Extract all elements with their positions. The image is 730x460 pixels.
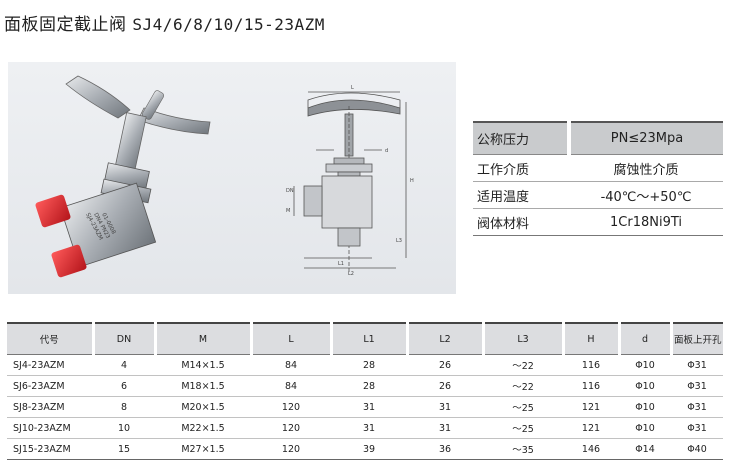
- spec-label: 适用温度: [473, 181, 569, 209]
- table-cell: 116: [563, 375, 619, 397]
- product-image-panel: SJ4-23AZM DN4 PN23 01-0008: [8, 62, 456, 294]
- table-row: SJ8-23AZM 8 M20×1.5 120 31 31 ～25 121 Φ1…: [7, 396, 723, 418]
- table-cell: 84: [251, 354, 331, 376]
- dim-label: L: [351, 85, 354, 91]
- spec-value: -40℃～+50℃: [569, 181, 723, 209]
- column-header: L: [249, 322, 331, 355]
- dim-label: L3: [396, 238, 402, 244]
- table-cell: Φ10: [619, 396, 671, 418]
- table-cell: Φ31: [671, 417, 723, 439]
- spec-value: PN≤23Mpa: [569, 121, 723, 155]
- table-row: SJ4-23AZM 4 M14×1.5 84 28 26 ～22 116 Φ10…: [7, 354, 723, 376]
- table-cell: 31: [407, 396, 483, 418]
- table-cell: SJ15-23AZM: [7, 438, 93, 460]
- table-cell: 8: [93, 396, 155, 418]
- table-cell: 31: [407, 417, 483, 439]
- valve-photo: SJ4-23AZM DN4 PN23 01-0008: [35, 75, 211, 278]
- table-cell: 26: [407, 375, 483, 397]
- technical-drawing: [293, 91, 407, 272]
- dim-label: H: [410, 178, 414, 184]
- table-row: SJ15-23AZM 15 M27×1.5 120 39 36 ～35 146 …: [7, 438, 723, 460]
- product-model: SJ4/6/8/10/15-23AZM: [132, 15, 325, 34]
- table-cell: 120: [251, 438, 331, 460]
- table-cell: 121: [563, 396, 619, 418]
- table-row: SJ10-23AZM 10 M22×1.5 120 31 31 ～25 121 …: [7, 417, 723, 439]
- product-name: 面板固定截止阀: [4, 15, 127, 35]
- table-cell: M14×1.5: [155, 354, 251, 376]
- dim-label: L2: [348, 271, 354, 277]
- table-cell: 15: [93, 438, 155, 460]
- spec-table: 公称压力 PN≤23Mpa 工作介质 腐蚀性介质 适用温度 -40℃～+50℃ …: [473, 121, 723, 236]
- spec-row-material: 阀体材料 1Cr18Ni9Ti: [473, 208, 723, 236]
- column-header: L3: [481, 322, 563, 355]
- table-cell: Φ10: [619, 354, 671, 376]
- spec-value: 腐蚀性介质: [569, 154, 723, 182]
- table-header-row: 代号 DN M L L1 L2 L3 H d 面板上开孔: [7, 322, 723, 355]
- table-cell: ～22: [483, 375, 563, 397]
- spec-value: 1Cr18Ni9Ti: [569, 208, 723, 236]
- table-cell: 120: [251, 417, 331, 439]
- table-cell: 10: [93, 417, 155, 439]
- table-cell: Φ31: [671, 375, 723, 397]
- column-header: L1: [329, 322, 407, 355]
- dim-label: L1: [338, 261, 344, 267]
- table-cell: 84: [251, 375, 331, 397]
- dim-label: M: [286, 208, 290, 214]
- column-header: M: [153, 322, 251, 355]
- table-cell: SJ6-23AZM: [7, 375, 93, 397]
- table-cell: SJ8-23AZM: [7, 396, 93, 418]
- table-cell: M22×1.5: [155, 417, 251, 439]
- dim-label: DN: [286, 188, 294, 194]
- table-cell: SJ10-23AZM: [7, 417, 93, 439]
- table-cell: 31: [331, 417, 407, 439]
- table-cell: Φ10: [619, 417, 671, 439]
- column-header: 面板上开孔: [669, 322, 723, 355]
- table-cell: Φ10: [619, 375, 671, 397]
- product-illustration: SJ4-23AZM DN4 PN23 01-0008: [35, 75, 414, 278]
- dim-label: d: [385, 148, 388, 154]
- column-header: H: [561, 322, 619, 355]
- page-title: 面板固定截止阀 SJ4/6/8/10/15-23AZM: [4, 10, 325, 35]
- table-cell: 120: [251, 396, 331, 418]
- table-cell: 31: [331, 396, 407, 418]
- spec-row-medium: 工作介质 腐蚀性介质: [473, 154, 723, 182]
- table-cell: ～25: [483, 417, 563, 439]
- spec-label: 工作介质: [473, 154, 569, 182]
- drawing-dimension-labels: L H d DN M L1 L2 L3: [286, 85, 414, 277]
- table-cell: 26: [407, 354, 483, 376]
- table-cell: 28: [331, 354, 407, 376]
- table-cell: M27×1.5: [155, 438, 251, 460]
- table-cell: SJ4-23AZM: [7, 354, 93, 376]
- table-cell: 28: [331, 375, 407, 397]
- spec-row-temperature: 适用温度 -40℃～+50℃: [473, 181, 723, 209]
- table-cell: Φ14: [619, 438, 671, 460]
- table-cell: ～25: [483, 396, 563, 418]
- table-cell: ～35: [483, 438, 563, 460]
- table-cell: 146: [563, 438, 619, 460]
- column-header: DN: [91, 322, 155, 355]
- table-cell: 6: [93, 375, 155, 397]
- table-cell: M18×1.5: [155, 375, 251, 397]
- column-header: d: [617, 322, 671, 355]
- spec-label: 阀体材料: [473, 208, 569, 236]
- column-header: L2: [405, 322, 483, 355]
- table-cell: 4: [93, 354, 155, 376]
- dimension-table: 代号 DN M L L1 L2 L3 H d 面板上开孔 SJ4-23AZM 4…: [7, 322, 723, 460]
- table-cell: Φ40: [671, 438, 723, 460]
- table-row: SJ6-23AZM 6 M18×1.5 84 28 26 ～22 116 Φ10…: [7, 375, 723, 397]
- table-cell: 116: [563, 354, 619, 376]
- table-cell: M20×1.5: [155, 396, 251, 418]
- table-cell: 121: [563, 417, 619, 439]
- table-cell: 39: [331, 438, 407, 460]
- table-cell: Φ31: [671, 396, 723, 418]
- table-cell: 36: [407, 438, 483, 460]
- spec-label: 公称压力: [473, 121, 571, 155]
- column-header: 代号: [7, 322, 93, 355]
- table-cell: Φ31: [671, 354, 723, 376]
- table-cell: ～22: [483, 354, 563, 376]
- spec-row-pressure: 公称压力 PN≤23Mpa: [473, 121, 723, 155]
